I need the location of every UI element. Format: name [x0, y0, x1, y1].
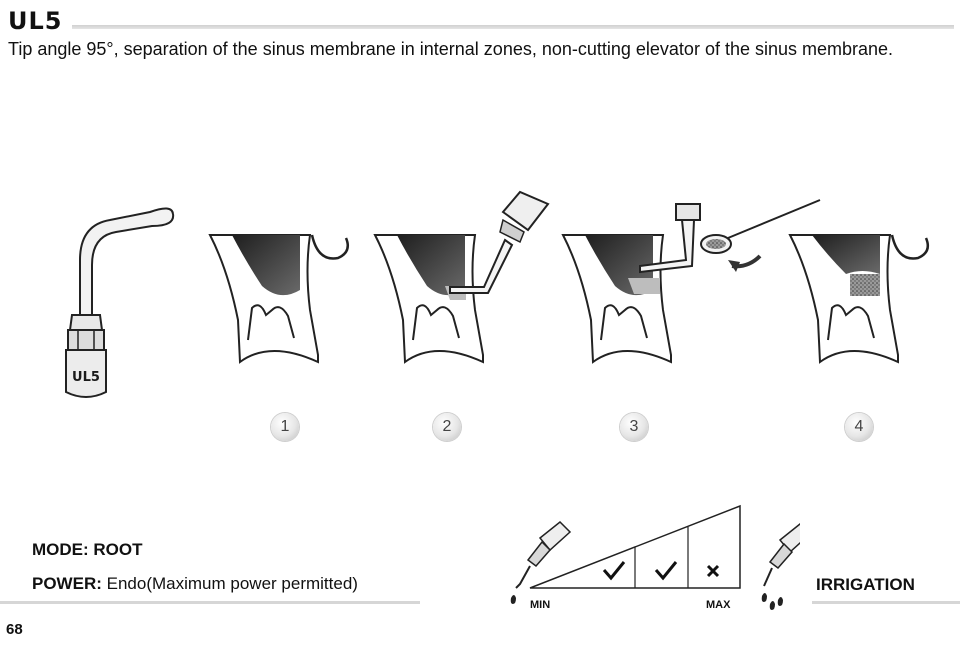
cross-section-step-4 — [788, 234, 929, 364]
tip-code-title: UL5 — [8, 7, 63, 35]
step-number-4: 4 — [845, 413, 873, 441]
handpiece-icon — [510, 520, 572, 604]
footer-divider-right — [812, 601, 960, 604]
step-number-1: 1 — [271, 413, 299, 441]
tip-description: Tip angle 95°, separation of the sinus m… — [8, 39, 894, 59]
step-number-3: 3 — [620, 413, 648, 441]
scale-min-label: MIN — [530, 599, 551, 611]
tool-code-label: UL5 — [72, 370, 100, 385]
header-divider — [72, 25, 954, 29]
power-value: Endo(Maximum power permitted) — [106, 574, 358, 593]
ul5-tip-illustration — [65, 207, 175, 398]
procedure-illustrations: UL5 — [0, 190, 960, 450]
page-number: 68 — [6, 621, 23, 638]
cross-mark — [706, 564, 720, 578]
footer-divider-left — [0, 601, 420, 604]
check-mark-1 — [602, 561, 626, 581]
irrigation-handpiece-icon — [761, 522, 812, 610]
power-setting: POWER: Endo(Maximum power permitted) — [32, 574, 358, 594]
cross-section-step-2 — [373, 190, 550, 364]
mode-setting: MODE: ROOT — [32, 540, 143, 559]
power-scale-diagram: MIN MAX — [500, 500, 812, 622]
check-mark-2 — [654, 561, 678, 581]
power-triangle — [529, 504, 741, 589]
cross-section-step-1 — [208, 234, 349, 364]
irrigation-label: IRRIGATION — [816, 575, 915, 594]
cross-section-step-3 — [561, 199, 821, 364]
power-label: POWER: — [32, 574, 102, 593]
scale-max-label: MAX — [706, 599, 731, 611]
step-number-2: 2 — [433, 413, 461, 441]
page-header: UL5 — [8, 6, 954, 40]
